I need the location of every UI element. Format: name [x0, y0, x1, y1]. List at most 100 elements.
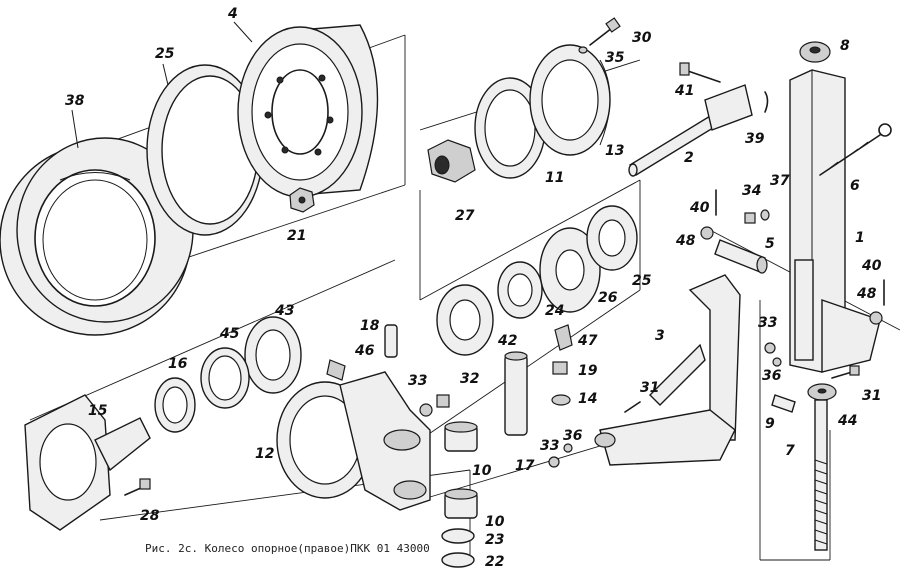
nut-part-33b: [419, 403, 433, 417]
callout-39: 39: [745, 131, 765, 147]
callout-40-right: 40: [861, 258, 882, 274]
bolt-part-32: [436, 394, 450, 408]
callout-23: 23: [485, 532, 504, 548]
ring-part-22: [441, 552, 475, 568]
spindle-flange-part-15: [24, 394, 151, 531]
bushing-part-10b: [444, 488, 478, 519]
callout-38: 38: [65, 93, 85, 109]
callout-36-right: 36: [762, 368, 782, 384]
cotter-pin-part-39: [764, 91, 769, 113]
bolt-part-31a: [624, 401, 641, 413]
pin-part-9: [771, 394, 796, 413]
callout-18: 18: [360, 318, 380, 334]
callout-44: 44: [837, 413, 857, 429]
callout-2: 2: [684, 150, 694, 166]
callout-9: 9: [765, 416, 775, 432]
tyre-part-38: [0, 137, 194, 336]
axle-pin-part-2: [628, 84, 753, 177]
lead-screw-part-7: [814, 399, 828, 551]
callout-33-right: 33: [758, 315, 777, 331]
callout-34: 34: [742, 183, 761, 199]
callout-47: 47: [577, 333, 598, 349]
callout-4: 4: [227, 6, 238, 22]
bearing-part-42: [436, 284, 494, 356]
washer-part-37: [760, 209, 770, 221]
callout-3: 3: [655, 328, 665, 344]
callout-5: 5: [765, 236, 775, 252]
washer-part-35: [578, 46, 588, 54]
callout-labels: 38 25 4 21 27 11 13 30 35 41 2 39 8 6 34…: [65, 6, 882, 570]
callout-16: 16: [168, 356, 188, 372]
nut-part-19: [552, 361, 568, 375]
callout-13: 13: [605, 143, 624, 159]
callout-24: 24: [545, 303, 564, 319]
callout-14: 14: [578, 391, 597, 407]
callout-25-right: 25: [632, 273, 652, 289]
callout-33-mid: 33: [408, 373, 427, 389]
callout-17: 17: [515, 458, 535, 474]
nut-part-21: [289, 187, 315, 213]
callout-37: 37: [770, 173, 790, 189]
washer-part-14: [551, 394, 571, 406]
callout-41: 41: [674, 83, 694, 99]
bolt-part-31b: [831, 365, 860, 379]
nut-part-33c: [548, 456, 560, 468]
wheel-drum-part-4: [237, 24, 379, 198]
callout-30: 30: [632, 30, 652, 46]
sleeve-part-24: [497, 261, 543, 319]
callout-42: 42: [497, 333, 517, 349]
bolt-part-41: [679, 62, 721, 83]
bearing-cup-part-45: [200, 347, 250, 409]
bolt-part-30: [589, 17, 621, 46]
callout-48-right: 48: [856, 286, 877, 302]
callout-36-low: 36: [563, 428, 583, 444]
thrust-washer-part-44: [807, 383, 837, 401]
upright-tube-part-1: [789, 69, 881, 373]
collar-part-8: [799, 41, 831, 63]
callout-48: 48: [675, 233, 696, 249]
callout-12: 12: [255, 446, 274, 462]
callout-45: 45: [219, 326, 240, 342]
eye-bolt-part-6: [819, 123, 892, 176]
figure-caption: Рис. 2с. Колесо опорное(правое)ПКК 01 43…: [145, 542, 430, 555]
callout-40: 40: [689, 200, 710, 216]
bearing-cup-part-16: [154, 377, 196, 433]
bearing-part-43: [244, 316, 302, 394]
flange-part-26: [539, 227, 601, 313]
callout-22: 22: [485, 554, 504, 570]
callout-43: 43: [274, 303, 294, 319]
hub-housing-part-12: [276, 371, 431, 511]
gasket-part-11: [474, 77, 546, 179]
callout-46: 46: [354, 343, 375, 359]
callout-25: 25: [155, 46, 175, 62]
grease-fitting-part-47: [554, 324, 573, 351]
washer-part-48b: [869, 311, 883, 325]
callout-11: 11: [545, 170, 564, 186]
large-nut-part-27: [427, 139, 476, 183]
callout-7: 7: [785, 443, 795, 459]
callout-21: 21: [287, 228, 306, 244]
callout-27: 27: [455, 208, 475, 224]
callout-35: 35: [605, 50, 625, 66]
bushing-part-5: [714, 239, 768, 274]
callout-33-low: 33: [540, 438, 559, 454]
washer-part-36a: [772, 357, 782, 367]
cover-part-13: [529, 44, 611, 156]
callout-19: 19: [578, 363, 598, 379]
callout-8: 8: [840, 38, 850, 54]
callout-26: 26: [598, 290, 618, 306]
seal-ring-part-25b: [586, 205, 638, 271]
grease-nipple-part-46: [326, 359, 346, 381]
washer-part-48a: [700, 226, 714, 240]
pin-part-18: [384, 324, 398, 358]
callout-1: 1: [855, 230, 865, 246]
bolt-part-28: [124, 478, 151, 496]
callout-32: 32: [460, 371, 479, 387]
callout-31-fork: 31: [640, 380, 659, 396]
callout-31-right: 31: [862, 388, 881, 404]
callout-10-lower: 10: [485, 514, 505, 530]
washer-part-36b: [563, 443, 573, 453]
axle-part-17: [504, 351, 528, 436]
callout-28: 28: [140, 508, 160, 524]
